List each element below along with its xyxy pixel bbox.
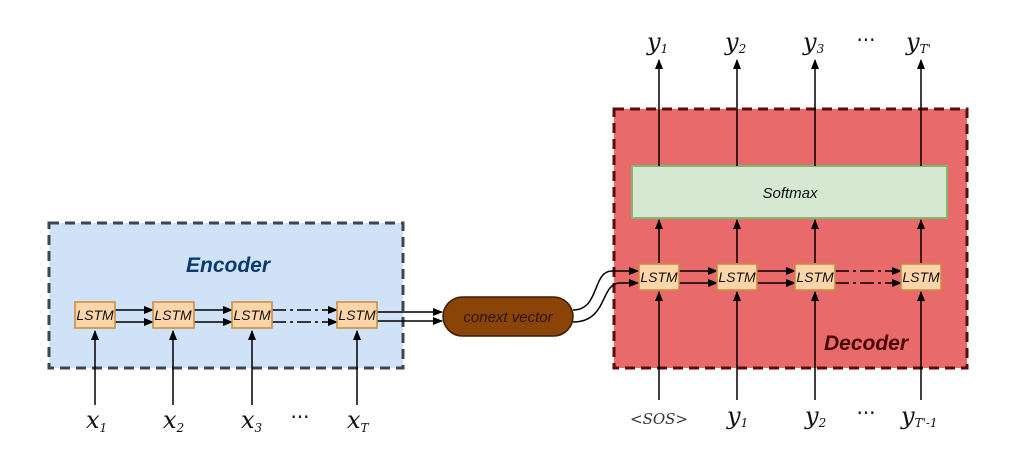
- encoder-lstm-cells: LSTM LSTM LSTM LSTM: [74, 301, 378, 329]
- decoder-input-label: y2: [804, 402, 826, 430]
- decoder-output-labels: y1 y2 y3 ··· yT': [646, 28, 931, 56]
- encoder-lstm-cell: [74, 301, 116, 329]
- encoder-lstm-label: LSTM: [233, 307, 271, 323]
- decoder-lstm-cells: LSTM LSTM LSTM LSTM: [638, 263, 942, 291]
- encoder-input-label: x1: [86, 406, 107, 435]
- encoder-ellipsis: ···: [290, 405, 309, 429]
- decoder-lstm-label: LSTM: [640, 269, 678, 285]
- decoder-lstm-cell: [900, 263, 942, 291]
- decoder-lstm-cell: [716, 263, 758, 291]
- encoder-lstm-cell: [336, 301, 378, 329]
- decoder-input-labels: <SOS> y1 y2 ··· yT'-1: [630, 401, 938, 430]
- decoder-block: Decoder Softmax: [612, 107, 969, 370]
- encoder-block: Encoder: [47, 221, 405, 370]
- decoder-output-label: y1: [646, 28, 668, 56]
- context-to-decoder-arrows: [572, 267, 639, 323]
- decoder-title: Decoder: [824, 332, 910, 355]
- decoder-output-label: y2: [724, 28, 746, 56]
- decoder-input-label: y1: [726, 402, 748, 430]
- encoder-input-arrows: [91, 330, 361, 405]
- decoder-lstm-cell: [794, 263, 836, 291]
- decoder-input-label: yT'-1: [900, 402, 938, 430]
- encoder-lstm-label: LSTM: [76, 307, 114, 323]
- decoder-output-label: y3: [802, 28, 825, 56]
- encoder-lstm-cell: [152, 301, 195, 329]
- decoder-lstm-label: LSTM: [902, 269, 940, 285]
- encoder-lstm-label: LSTM: [154, 307, 192, 323]
- decoder-to-softmax-arrows: [655, 219, 925, 263]
- decoder-recurrent-arrows: [679, 267, 902, 287]
- encoder-input-label: xT: [347, 406, 370, 435]
- encoder-input-labels: x1 x2 x3 ··· xT: [86, 405, 370, 435]
- decoder-lstm-label: LSTM: [718, 269, 756, 285]
- decoder-container: [612, 107, 969, 370]
- encoder-lstm-label: LSTM: [338, 307, 376, 323]
- decoder-input-ellipsis: ···: [856, 401, 875, 425]
- decoder-output-label: yT': [905, 28, 931, 56]
- softmax-label: Softmax: [762, 185, 818, 202]
- decoder-output-ellipsis: ···: [856, 28, 875, 52]
- context-vector-label: conext vector: [463, 309, 553, 326]
- encoder-input-label: x3: [241, 406, 263, 435]
- context-vector: conext vector: [442, 296, 574, 337]
- context-vector-node: [442, 296, 574, 337]
- decoder-lstm-cell: [638, 263, 680, 291]
- encoder-container: [47, 221, 405, 370]
- decoder-input-arrows: [655, 291, 925, 400]
- encoder-recurrent-arrows: [115, 306, 443, 326]
- context-to-decoder-arrow: [572, 279, 639, 323]
- decoder-lstm-label: LSTM: [796, 269, 834, 285]
- softmax-layer: [631, 165, 948, 219]
- encoder-title: Encoder: [186, 254, 272, 277]
- encoder-input-label: x2: [163, 406, 184, 435]
- softmax-output-arrows: [655, 59, 925, 166]
- context-to-decoder-arrow: [572, 267, 639, 311]
- decoder-input-label-sos: <SOS>: [630, 410, 688, 428]
- encoder-lstm-cell: [231, 301, 273, 329]
